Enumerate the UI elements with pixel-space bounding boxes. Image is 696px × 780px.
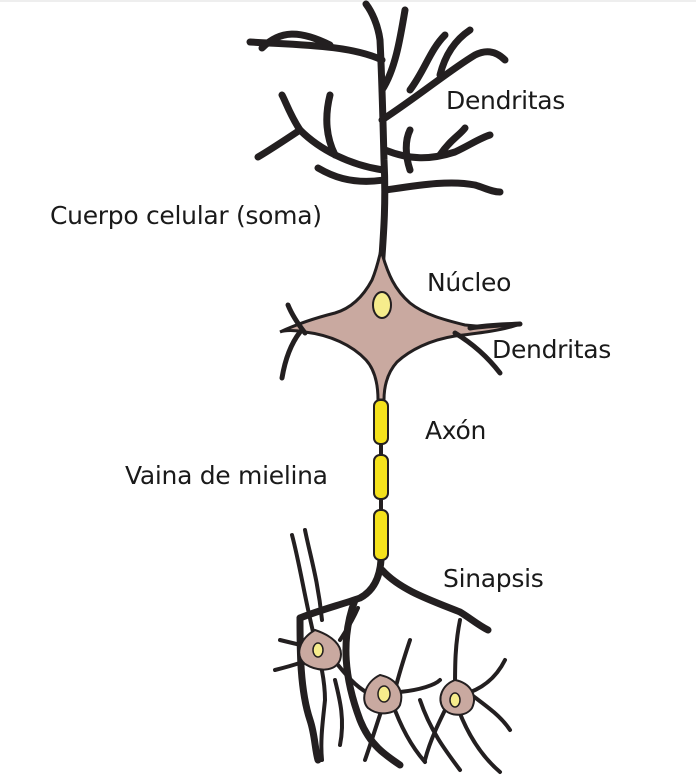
myelin-segment — [373, 399, 389, 445]
myelin-segment — [373, 454, 389, 500]
label-dendritas-right: Dendritas — [492, 335, 612, 364]
label-cuerpo-celular: Cuerpo celular (soma) — [50, 201, 322, 230]
myelin-segment — [373, 509, 389, 561]
top-border — [0, 0, 696, 2]
soma-dendrites — [279, 302, 523, 381]
neuron-outline — [246, 0, 509, 769]
target-nucleus — [377, 685, 391, 703]
label-vaina-mielina: Vaina de mielina — [125, 461, 328, 490]
label-sinapsis: Sinapsis — [443, 564, 544, 593]
target-nucleus — [312, 642, 324, 658]
myelin-sheaths — [373, 399, 389, 561]
target-cell-bodies — [298, 628, 475, 716]
nucleus — [372, 291, 392, 319]
label-nucleo: Núcleo — [427, 268, 512, 297]
label-axon: Axón — [425, 416, 487, 445]
label-dendritas-top: Dendritas — [446, 86, 566, 115]
target-nucleus — [449, 692, 461, 708]
